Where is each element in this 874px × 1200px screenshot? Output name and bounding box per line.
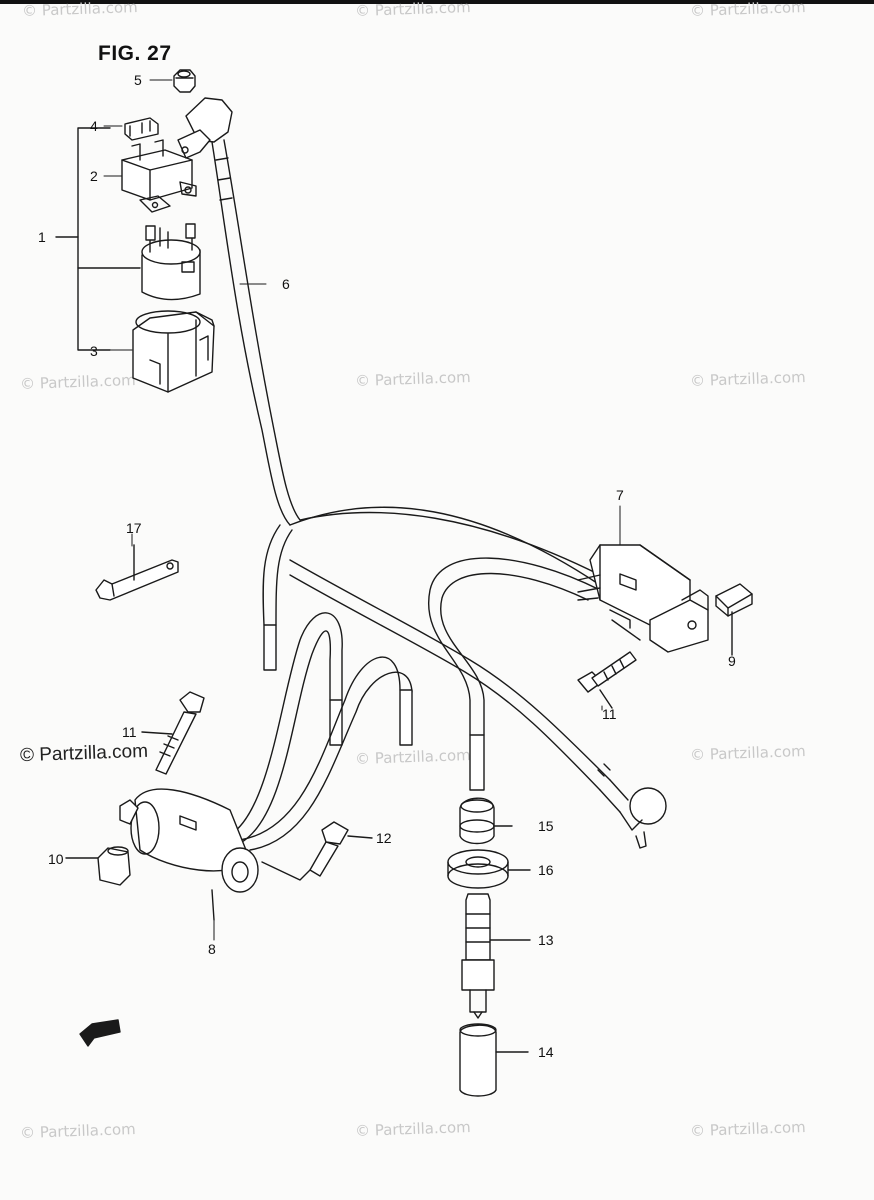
part-16-washer [447, 849, 531, 889]
callout-6: 6 [282, 276, 290, 292]
callout-11-right: 11 [602, 706, 617, 722]
callout-9: 9 [728, 653, 736, 669]
part-3-relay-cover [132, 310, 215, 393]
part-10-cap [65, 846, 131, 886]
callout-11-left: 11 [122, 724, 137, 740]
group-bracket [55, 127, 141, 351]
part-1-starter-relay [141, 223, 201, 301]
part-4-fuse [124, 117, 159, 141]
callout-8: 8 [208, 941, 216, 957]
part-13-spark-plug [461, 893, 531, 1019]
callout-2: 2 [90, 168, 98, 184]
part-6-battery-cable [177, 97, 301, 526]
callout-5: 5 [134, 72, 142, 88]
callout-15: 15 [538, 818, 554, 834]
callout-3: 3 [90, 343, 98, 359]
callout-7: 7 [616, 487, 624, 503]
part-8-ignition-coil [119, 788, 311, 921]
part-9-cap [715, 583, 753, 656]
callout-14: 14 [538, 1044, 554, 1060]
callout-17: 17 [126, 520, 142, 536]
part-17-clamp [95, 544, 179, 601]
part-7-ignition-coil [577, 544, 709, 653]
part-5-nut [173, 69, 196, 93]
callout-12: 12 [376, 830, 392, 846]
top-border [0, 0, 874, 4]
part-12-bolt [309, 821, 373, 877]
fwd-arrow-icon [79, 1019, 121, 1047]
callout-16: 16 [538, 862, 554, 878]
callout-4: 4 [90, 118, 98, 134]
part-2-fuse-holder [121, 139, 197, 213]
callout-1: 1 [38, 229, 46, 245]
figure-title: FIG. 27 [98, 42, 172, 65]
part-11-bolt-left [141, 691, 205, 775]
callout-10: 10 [48, 851, 64, 867]
callout-13: 13 [538, 932, 554, 948]
part-11-bolt-right [577, 651, 637, 709]
part-14-plug-cap [459, 1023, 529, 1097]
plug-cap [619, 787, 667, 849]
wiring-harness [229, 506, 629, 851]
part-15-grommet [459, 797, 513, 845]
leader-lines [103, 79, 621, 941]
